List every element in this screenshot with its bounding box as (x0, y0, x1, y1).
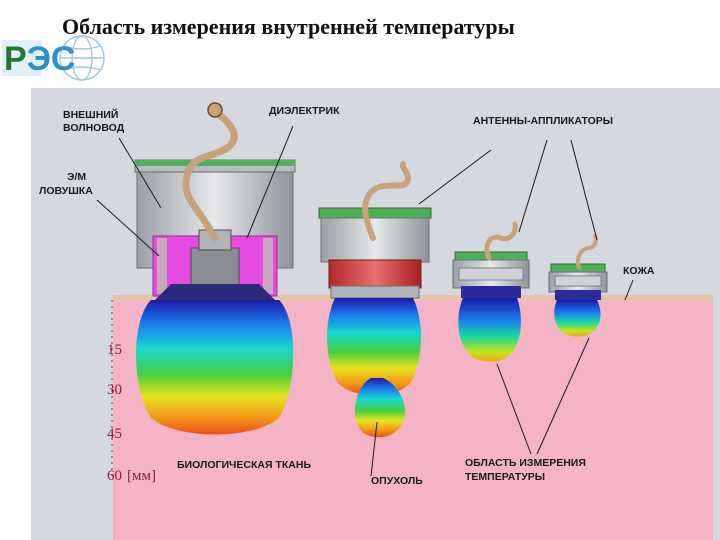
globe-logo-icon (59, 35, 105, 81)
leader-lines (96, 125, 634, 477)
applicator-medium (318, 161, 432, 438)
label-measure-area-1: ОБЛАСТЬ ИЗМЕРЕНИЯ (465, 457, 586, 469)
pcb-board (318, 207, 432, 219)
coaxial-cable (182, 108, 238, 242)
coaxial-cable (576, 234, 598, 270)
depth-tick-60: 60 (107, 468, 122, 484)
tumor-heat-region (354, 378, 405, 438)
depth-tick-45: 45 (107, 426, 122, 442)
applicator-small-1 (452, 221, 530, 362)
depth-tick-15: 15 (107, 342, 122, 358)
connector-icon (207, 102, 223, 118)
res-logo: РЭС (2, 35, 105, 81)
page-title: Область измерения внутренней температуры (62, 14, 515, 39)
heat-region-small-1 (458, 298, 521, 362)
label-skin: КОЖА (623, 265, 655, 277)
depth-unit: [мм] (127, 468, 156, 484)
coaxial-cable (484, 221, 518, 261)
pcb-board (135, 160, 295, 166)
label-em-trap-2: ЛОВУШКА (39, 185, 93, 197)
label-em-trap-1: Э/М (67, 171, 86, 183)
label-tumor: ОПУХОЛЬ (371, 475, 423, 487)
em-trap (157, 238, 167, 294)
label-outer-waveguide-1: ВНЕШНИЙ (63, 108, 118, 121)
depth-tick-30: 30 (107, 382, 122, 398)
logo-text: РЭС (4, 40, 75, 78)
depth-scale: 15 30 45 60 [мм] (107, 300, 156, 484)
heat-region-small-2 (554, 300, 601, 337)
label-dielectric: ДИЭЛЕКТРИК (269, 105, 340, 117)
coaxial-cable (362, 161, 411, 241)
label-bio-tissue: БИОЛОГИЧЕСКАЯ ТКАНЬ (177, 459, 311, 471)
label-outer-waveguide-2: ВОЛНОВОД (63, 122, 125, 134)
label-measure-area-2: ТЕМПЕРАТУРЫ (465, 471, 545, 483)
diagram: ВНЕШНИЙ ВОЛНОВОД Э/М ЛОВУШКА ДИЭЛЕКТРИК … (31, 88, 720, 540)
applicator-small-2 (548, 234, 608, 337)
label-antennas: АНТЕННЫ-АППЛИКАТОРЫ (473, 115, 613, 127)
heat-region-medium (327, 298, 421, 396)
applicator-large (134, 102, 296, 435)
heat-region-large (136, 300, 294, 435)
